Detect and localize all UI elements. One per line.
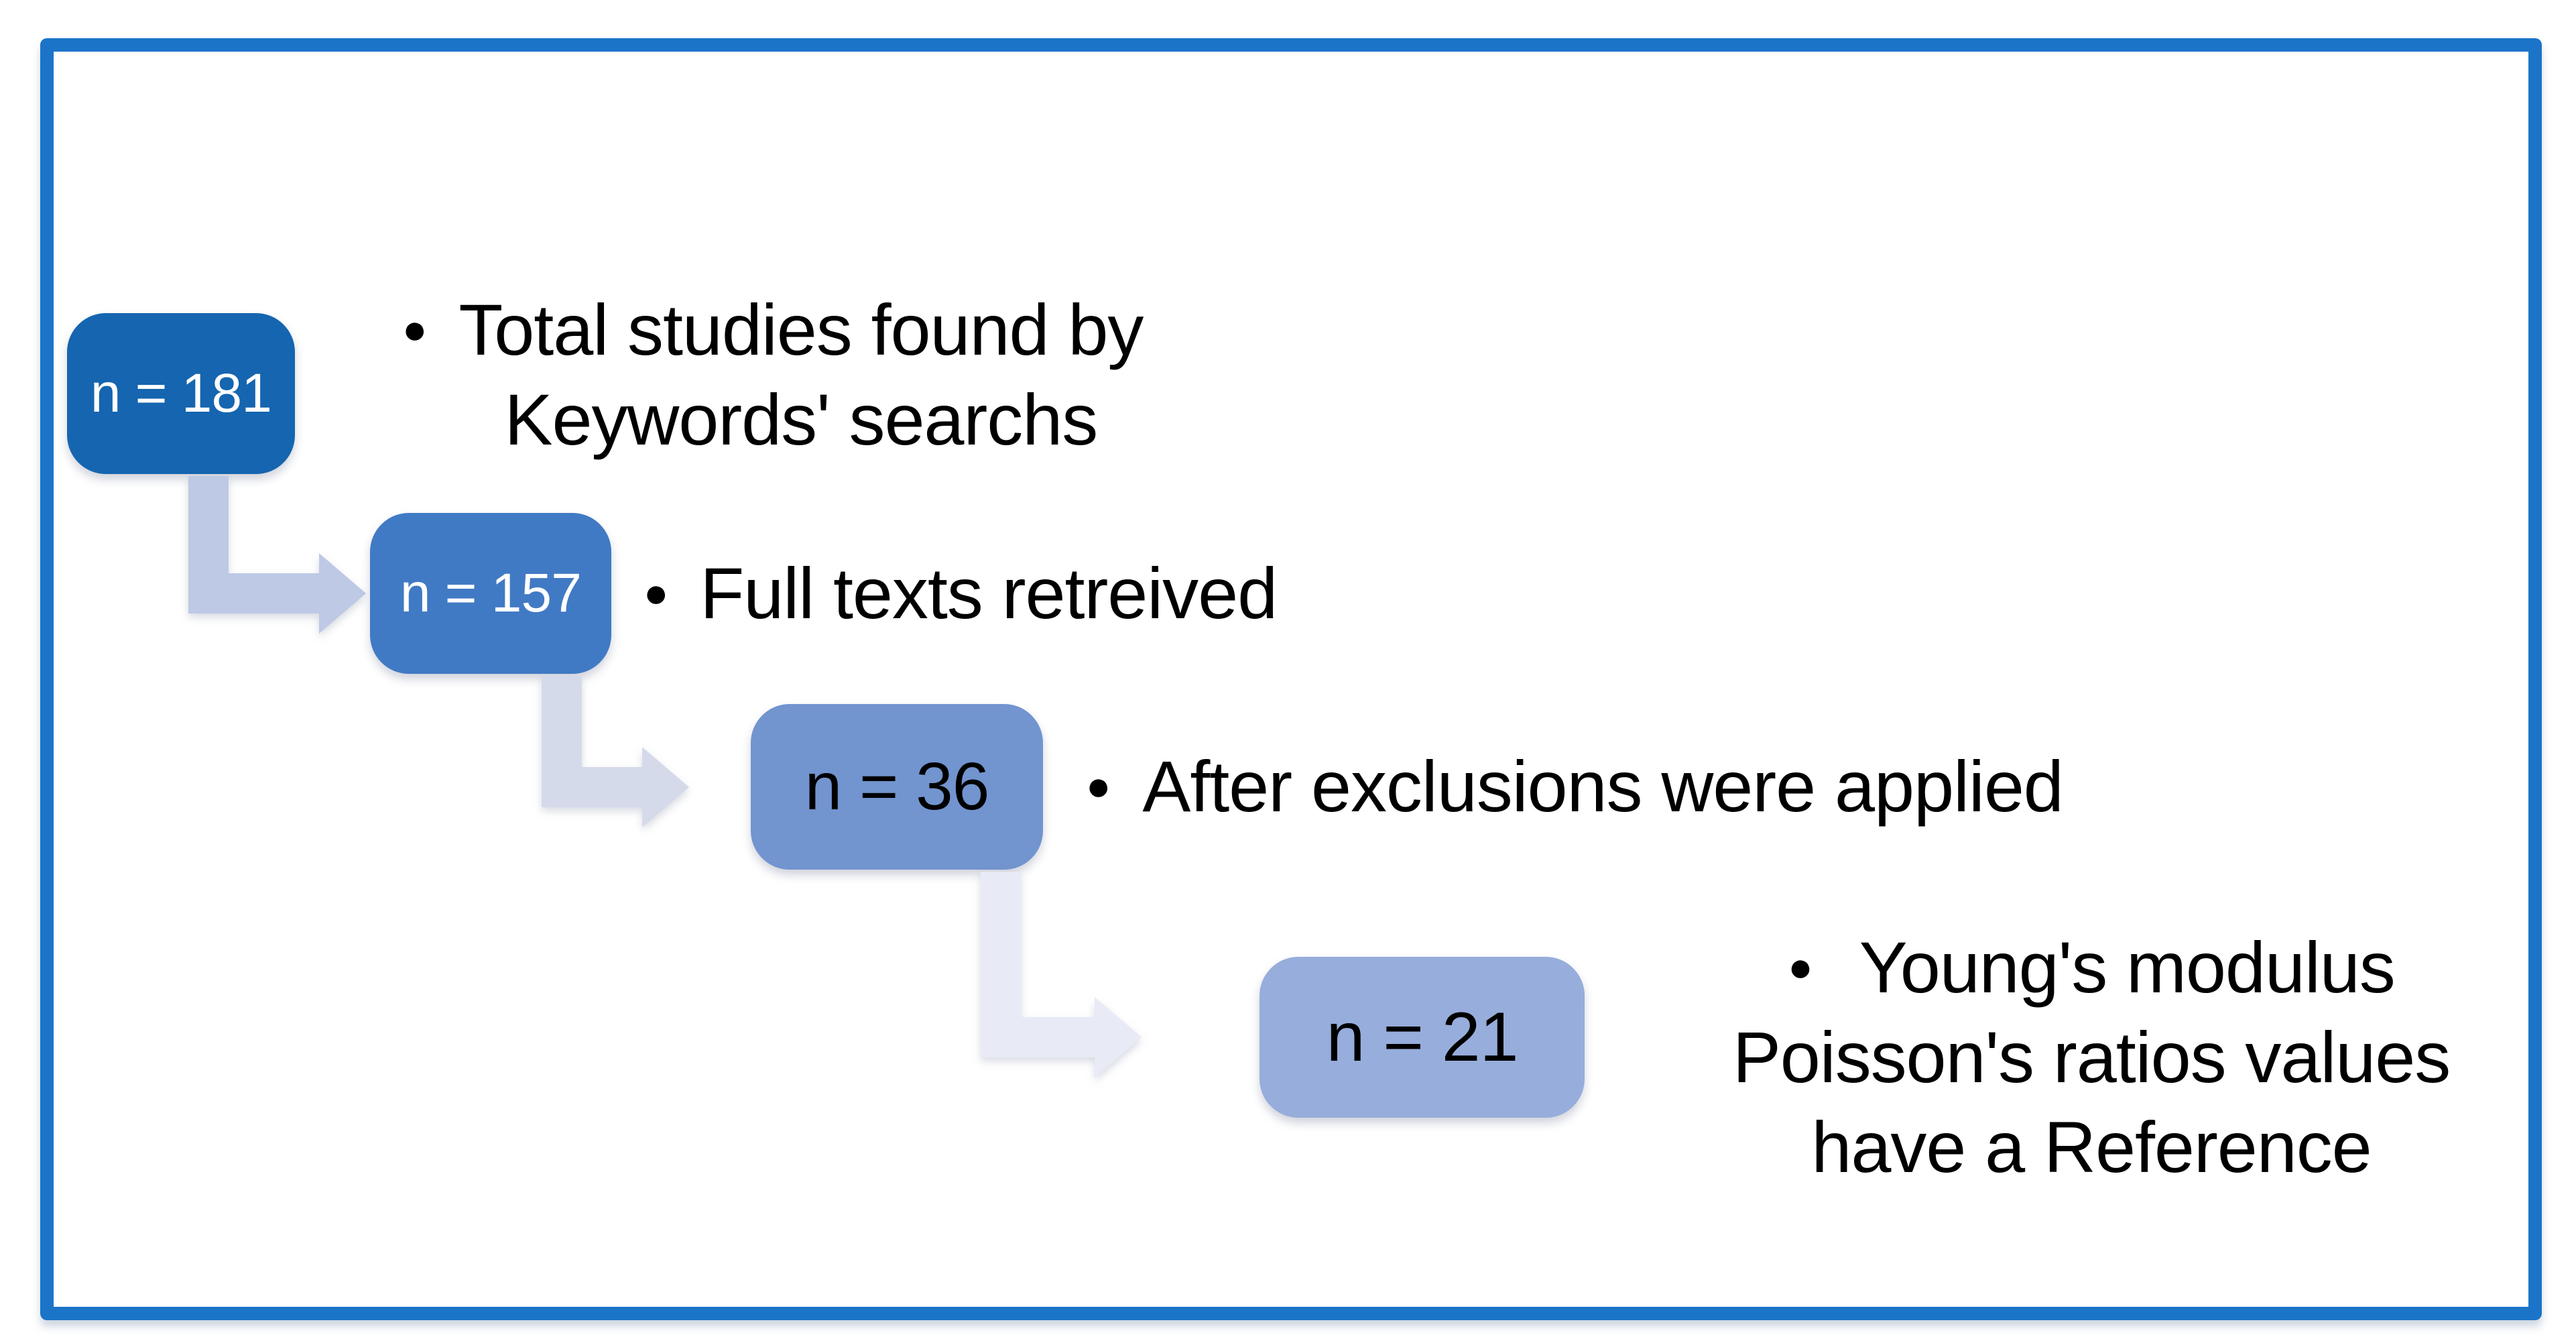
count-box-n157: n = 157 [370, 513, 611, 674]
arrow-shaft-horizontal [188, 573, 319, 614]
arrow-head-icon [1095, 997, 1142, 1077]
bullet-item-after-exclusions: ● After exclusions were applied [1086, 742, 2064, 831]
count-box-n36: n = 36 [751, 704, 1043, 870]
bullet-line: Young's modulus [1859, 927, 2396, 1008]
count-box-n21: n = 21 [1260, 957, 1585, 1118]
bullet-line: have a Reference [1811, 1106, 2372, 1187]
outer-frame [40, 38, 2542, 1320]
bullet-item-total-studies: ● Total studies found by Keywords' searc… [402, 285, 1144, 465]
arrow-head-icon [319, 553, 366, 634]
arrow-shaft-horizontal [542, 767, 642, 807]
count-box-label: n = 157 [400, 563, 582, 624]
bullet-line: Total studies found by [458, 289, 1144, 370]
count-box-label: n = 21 [1326, 998, 1519, 1076]
bullet-line: After exclusions were applied [1142, 746, 2064, 827]
arrow-head-icon [642, 747, 689, 827]
bullet-item-full-texts: ● Full texts retreived [643, 548, 1278, 638]
bullet-line: Keywords' searchs [504, 379, 1099, 460]
count-box-n181: n = 181 [67, 313, 295, 474]
bullet-icon: ● [643, 570, 668, 616]
bullet-line: Full texts retreived [700, 552, 1278, 634]
bullet-line: Poisson's ratios values [1732, 1016, 2451, 1098]
count-box-label: n = 181 [90, 363, 272, 424]
count-box-label: n = 36 [804, 749, 990, 824]
bullet-icon: ● [1788, 944, 1813, 990]
bullet-icon: ● [402, 306, 427, 353]
bullet-icon: ● [1086, 763, 1111, 809]
bullet-item-reference-values: ● Young's modulus Poisson's ratios value… [1622, 923, 2561, 1192]
arrow-shaft-horizontal [981, 1017, 1095, 1057]
